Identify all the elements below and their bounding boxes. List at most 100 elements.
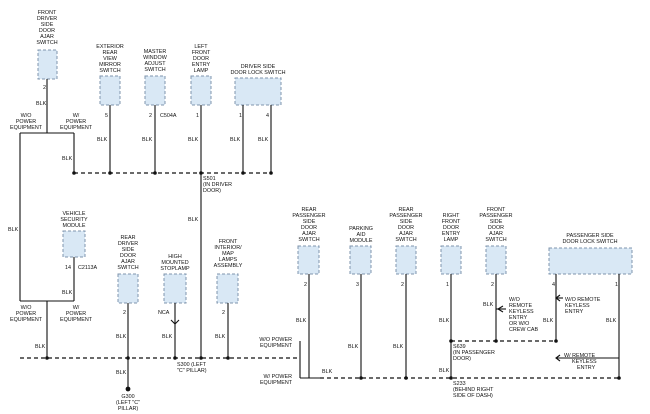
wire-color-label: BLK (543, 318, 554, 324)
splice-node (199, 356, 203, 360)
splice-node (404, 376, 408, 380)
switch-box (297, 245, 320, 275)
wire-color-label: BLK (439, 318, 450, 324)
lamp-box (163, 273, 187, 304)
splice-node (72, 171, 76, 175)
splice-node (173, 356, 177, 360)
pin-number: 2 (304, 282, 307, 288)
connector-label: C2113A (78, 265, 97, 271)
pin-number: 1 (239, 113, 242, 119)
wire-color-label: BLK (116, 370, 127, 376)
pin-number: 1 (196, 113, 199, 119)
option-arrow (555, 354, 561, 362)
wire-color-label: BLK (215, 334, 226, 340)
pin-number: 2 (43, 85, 46, 91)
pin-number: 4 (266, 113, 269, 119)
pin-number: 4 (552, 282, 555, 288)
wire-color-label: BLK (62, 290, 73, 296)
wire-color-label: BLK (188, 217, 199, 223)
splice-node (359, 376, 363, 380)
wire-color-label: BLK (35, 344, 46, 350)
wire-color-label: BLK (439, 368, 450, 374)
wire-color-label: BLK (36, 101, 47, 107)
wire-color-label: BLK (162, 334, 173, 340)
option-arrow (496, 305, 504, 313)
wire-color-label: BLK (258, 137, 269, 143)
switch-box (99, 75, 121, 106)
wire-color-label: BLK (142, 137, 153, 143)
wire-color-label: BLK (322, 369, 333, 375)
wire-color-label: BLK (62, 156, 73, 162)
splice-node (108, 171, 112, 175)
switch-box (144, 75, 166, 106)
pin-number: 2 (149, 113, 152, 119)
pin-number: 3 (356, 282, 359, 288)
switch-box (37, 49, 58, 80)
wire-color-label: BLK (8, 227, 19, 233)
splice-node (617, 376, 621, 380)
pin-number: 14 (65, 265, 71, 271)
splice-node (199, 171, 203, 175)
switch-box (117, 273, 139, 304)
switch-box (234, 77, 282, 106)
wire-color-label: BLK (296, 318, 307, 324)
lamp-box (216, 273, 239, 304)
connector-chevron (170, 319, 180, 325)
pin-number: 1 (615, 282, 618, 288)
module-box (349, 245, 372, 275)
nca-label: NCA (158, 310, 170, 316)
ground-label: G300(LEFT "C"PILLAR) (116, 394, 140, 412)
pin-number: 2 (491, 282, 494, 288)
wire-color-label: BLK (116, 334, 127, 340)
lamp-box (440, 245, 462, 275)
switch-box (485, 245, 507, 275)
pin-number: 2 (222, 310, 225, 316)
splice-node (226, 356, 230, 360)
option-arrow (555, 294, 561, 302)
splice-node (554, 339, 558, 343)
pin-number: 2 (123, 310, 126, 316)
pin-number: 2 (401, 282, 404, 288)
lamp-box (190, 75, 212, 106)
splice-node (269, 171, 273, 175)
wire-color-label: BLK (230, 137, 241, 143)
splice-node (449, 376, 453, 380)
wire-color-label: BLK (97, 137, 108, 143)
switch-box (395, 245, 417, 275)
splice-node (45, 356, 49, 360)
splice-s300-label: S300 (LEFT"C" PILLAR) (177, 362, 207, 374)
splice-node (241, 171, 245, 175)
